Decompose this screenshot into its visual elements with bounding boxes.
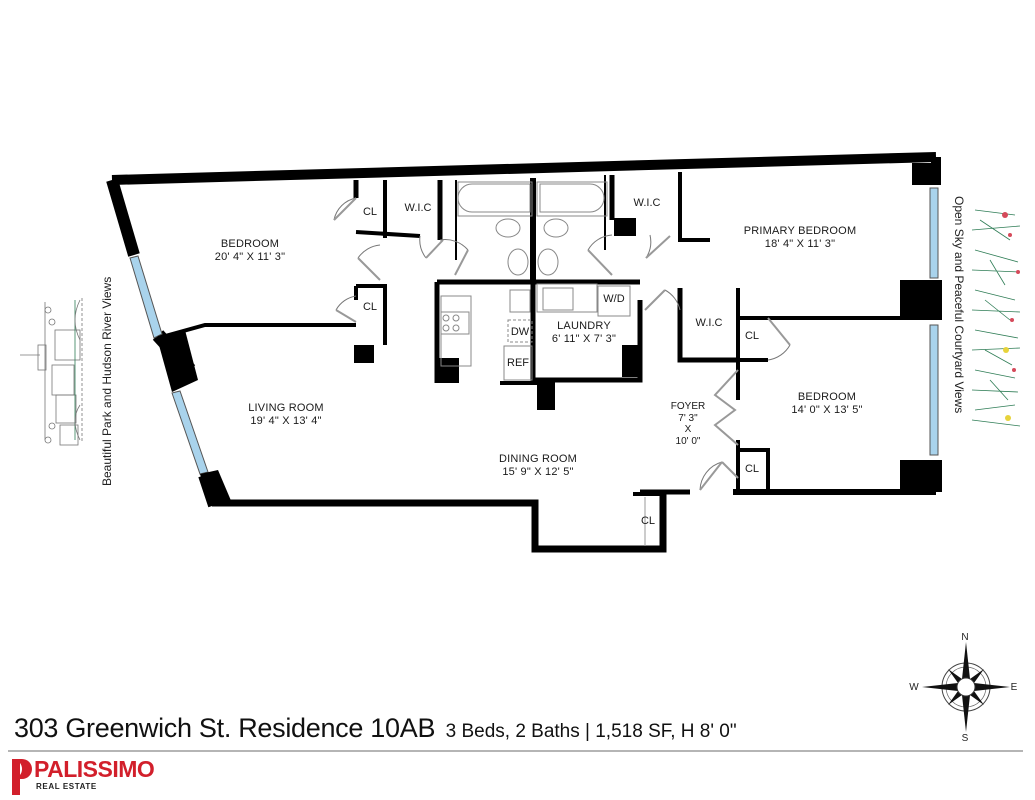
fixtures xyxy=(440,181,631,381)
room-dims: 6' 11" X 7' 3" xyxy=(551,332,617,345)
brand-tagline: REAL ESTATE xyxy=(36,782,97,791)
listing-summary: 3 Beds, 2 Baths | 1,518 SF, H 8' 0" xyxy=(445,721,737,742)
skyline-illustration xyxy=(20,298,83,446)
walk-in-closet-label: W.I.C xyxy=(695,317,723,329)
east-view-caption: Open Sky and Peaceful Courtyard Views xyxy=(952,196,966,414)
room-living-room: LIVING ROOM 19' 4" X 13' 4" xyxy=(248,402,324,427)
compass-east: E xyxy=(1010,682,1018,693)
room-name: LAUNDRY xyxy=(557,320,611,332)
listing-title-row: 303 Greenwich St. Residence 10AB 3 Beds,… xyxy=(14,713,737,744)
room-name: BEDROOM xyxy=(797,391,857,403)
structural-columns xyxy=(157,163,936,505)
room-name: DINING ROOM xyxy=(499,453,577,465)
compass-rose xyxy=(922,642,1010,732)
dishwasher-label: DW xyxy=(510,326,530,338)
west-view-caption: Beautiful Park and Hudson River Views xyxy=(100,276,114,486)
closet-label: CL xyxy=(362,301,378,313)
title-divider xyxy=(8,750,1023,752)
walk-in-closet-label: W.I.C xyxy=(404,202,432,214)
east-windows xyxy=(929,187,939,456)
closet-label: CL xyxy=(744,463,760,475)
listing-title: 303 Greenwich St. Residence 10AB xyxy=(14,713,436,743)
room-foyer: FOYER 7' 3" X 10' 0" xyxy=(671,401,705,447)
room-dims: 20' 4" X 11' 3" xyxy=(214,250,286,263)
garden-illustration xyxy=(971,209,1021,427)
interior-walls xyxy=(157,172,936,496)
room-name: PRIMARY BEDROOM xyxy=(743,225,857,237)
room-dining-room: DINING ROOM 15' 9" X 12' 5" xyxy=(499,453,577,478)
room-bedroom-east: BEDROOM 14' 0" X 13' 5" xyxy=(791,391,862,416)
room-dim1: 7' 3" xyxy=(678,412,698,424)
room-laundry: LAUNDRY 6' 11" X 7' 3" xyxy=(552,320,616,345)
refrigerator-label: REF xyxy=(507,357,529,369)
walk-in-closet-label: W.I.C xyxy=(633,197,661,209)
room-name: FOYER xyxy=(670,401,706,412)
room-primary-bedroom: PRIMARY BEDROOM 18' 4" X 11' 3" xyxy=(744,225,857,250)
room-name: LIVING ROOM xyxy=(248,402,324,414)
compass-north: N xyxy=(961,632,969,643)
closet-label: CL xyxy=(640,515,656,527)
compass-west: W xyxy=(909,682,919,693)
room-dim-x: X xyxy=(684,424,692,435)
room-dims: 19' 4" X 13' 4" xyxy=(250,414,322,427)
room-name: BEDROOM xyxy=(220,238,280,250)
washer-dryer-label: W/D xyxy=(603,293,625,305)
brand-name: PALISSIMO xyxy=(34,756,155,782)
room-dims: 14' 0" X 13' 5" xyxy=(791,403,863,416)
compass-south: S xyxy=(961,733,969,744)
door-swings xyxy=(333,197,791,546)
room-dims: 15' 9" X 12' 5" xyxy=(502,465,574,478)
palissimo-logo-icon xyxy=(12,759,32,795)
room-dim2: 10' 0" xyxy=(675,435,701,447)
west-windows xyxy=(129,255,209,475)
room-bedroom-west: BEDROOM 20' 4" X 11' 3" xyxy=(215,238,285,263)
closet-label: CL xyxy=(744,330,760,342)
closet-label: CL xyxy=(362,206,378,218)
room-dims: 18' 4" X 11' 3" xyxy=(764,237,836,250)
